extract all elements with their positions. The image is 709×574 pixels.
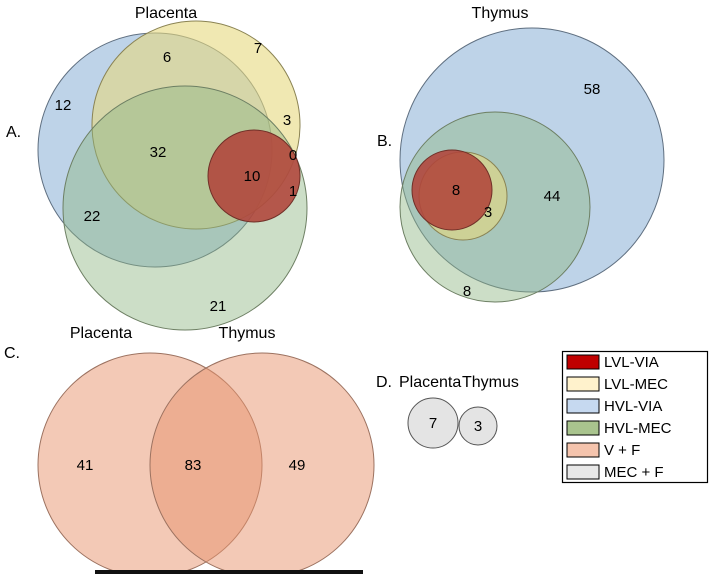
legend-swatch-hvl-via (566, 398, 600, 414)
panel-a-title: Placenta (135, 5, 197, 22)
panel-b-count-blue-only: 58 (584, 81, 601, 98)
panel-a-count-blue-only: 12 (55, 97, 72, 114)
panel-a-count-blue-green: 22 (84, 208, 101, 225)
legend-label-hvl-mec: HVL-MEC (604, 420, 672, 437)
legend-swatch-lvl-mec (566, 376, 600, 392)
panel-a-label: A. (6, 124, 21, 141)
panel-b-count-red: 8 (452, 182, 460, 199)
bottom-crop-artifact (95, 570, 363, 574)
panel-c-count-left: 41 (77, 457, 94, 474)
legend-swatch-lvl-via (566, 354, 600, 370)
legend-swatch-hvl-mec (566, 420, 600, 436)
panel-b-count-green-only: 8 (463, 283, 471, 300)
legend-label-hvl-via: HVL-VIA (604, 398, 662, 415)
legend-label-mec-f: MEC + F (604, 464, 664, 481)
panel-a-count-red-yellow: 0 (289, 147, 297, 164)
panel-b-count-yellow: 3 (484, 204, 492, 221)
panel-a-count-blue-yellow: 6 (163, 49, 171, 66)
panel-d-count-right: 3 (474, 418, 482, 435)
panel-c: Placenta Thymus C. 41 83 49 (4, 325, 375, 574)
panel-d-label: D. (376, 374, 392, 391)
legend-label-lvl-mec: LVL-MEC (604, 376, 668, 393)
panel-c-right-title: Thymus (219, 325, 276, 342)
legend-border (561, 350, 709, 484)
panel-a: Placenta A. 12 6 7 32 3 0 10 1 22 21 (6, 5, 308, 331)
panel-a-count-red-core: 10 (244, 168, 261, 185)
panel-b: Thymus B. 58 44 3 8 8 (377, 5, 665, 303)
panel-a-count-green-only: 21 (210, 298, 227, 315)
legend-label-v-f: V + F (604, 442, 640, 459)
legend-label-lvl-via: LVL-VIA (604, 354, 659, 371)
legend: LVL-VIA LVL-MEC HVL-VIA HVL-MEC V + F ME… (561, 350, 709, 484)
panel-d-right-title: Thymus (462, 374, 519, 391)
panel-c-label: C. (4, 345, 20, 362)
panel-b-lvl-via-circle (411, 149, 493, 231)
panel-b-title: Thymus (472, 5, 529, 22)
panel-c-count-right: 49 (289, 457, 306, 474)
panel-a-count-red-green: 1 (289, 183, 297, 200)
panel-c-thymus-circle (149, 352, 375, 574)
panel-b-label: B. (377, 133, 392, 150)
panel-a-count-yellow-sliver: 3 (283, 112, 291, 129)
panel-d-thymus-circle (458, 406, 498, 446)
panel-d-count-left: 7 (429, 415, 437, 432)
panel-c-left-title: Placenta (70, 325, 132, 342)
panel-a-count-yellow-only: 7 (254, 40, 262, 57)
panel-a-lvl-via-circle (207, 129, 301, 223)
panel-a-count-core: 32 (150, 144, 167, 161)
legend-swatch-v-f (566, 442, 600, 458)
panel-d-placenta-circle (407, 397, 459, 449)
panel-d: D. Placenta Thymus 7 3 (376, 374, 519, 449)
panel-c-count-overlap: 83 (185, 457, 202, 474)
panel-d-left-title: Placenta (399, 374, 461, 391)
legend-swatch-mec-f (566, 464, 600, 480)
panel-b-count-blue-green: 44 (544, 188, 561, 205)
